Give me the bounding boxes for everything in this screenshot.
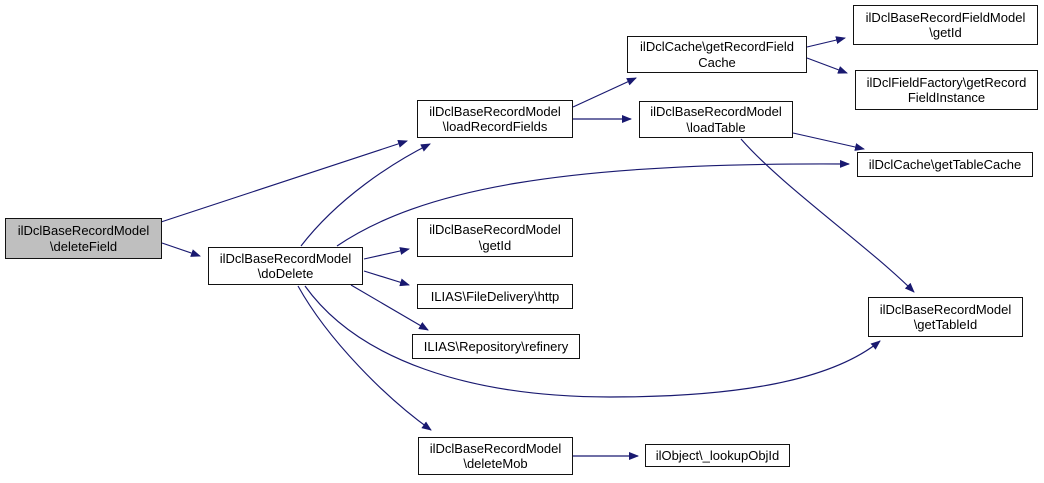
edge-doDelete-to-refinery: [350, 284, 429, 331]
node-lookupObjId[interactable]: ilObject\_lookupObjId: [645, 444, 790, 467]
edge-getRecordFieldCache-to-fieldGetId: [806, 36, 846, 48]
node-getTableCache[interactable]: ilDclCache\getTableCache: [857, 152, 1033, 177]
edge-doDelete-to-getTableId: [304, 285, 881, 398]
node-label-line: ilDclBaseRecordFieldModel: [865, 9, 1026, 25]
node-label-line: ilDclFieldFactory\getRecord: [866, 74, 1027, 90]
node-label-line: \getTableId: [913, 317, 978, 332]
node-label-line: Cache: [698, 54, 736, 70]
node-deleteField: ilDclBaseRecordModel\deleteField: [5, 218, 162, 259]
node-label-line: \loadRecordFields: [442, 119, 548, 134]
node-label-line: ilObject\_lookupObjId: [655, 447, 780, 463]
node-getTableId[interactable]: ilDclBaseRecordModel\getTableId: [868, 297, 1023, 337]
edge-doDelete-to-getTableCache: [336, 159, 850, 247]
node-doDelete[interactable]: ilDclBaseRecordModel\doDelete: [208, 247, 363, 285]
node-label-line: ILIAS\Repository\refinery: [423, 338, 569, 354]
node-label-line: \deleteMob: [463, 456, 528, 471]
node-http[interactable]: ILIAS\FileDelivery\http: [417, 284, 573, 309]
node-label-line: ILIAS\FileDelivery\http: [430, 288, 560, 304]
node-label-line: \getId: [478, 237, 512, 253]
node-label-line: ilDclBaseRecordModel: [429, 222, 561, 237]
node-label-line: ilDclBaseRecordModel: [650, 104, 782, 119]
edge-getRecordFieldCache-to-fieldInstance: [806, 57, 848, 74]
node-deleteMob[interactable]: ilDclBaseRecordModel\deleteMob: [418, 437, 573, 475]
node-fieldGetId[interactable]: ilDclBaseRecordFieldModel\getId: [853, 5, 1038, 45]
node-label-line: ilDclCache\getRecordField: [640, 39, 794, 54]
edge-doDelete-to-deleteMob: [297, 285, 432, 431]
node-label-line: ilDclBaseRecordModel: [879, 301, 1012, 317]
node-label-line: ilDclBaseRecordModel: [219, 250, 352, 266]
node-getId[interactable]: ilDclBaseRecordModel\getId: [417, 218, 573, 257]
node-loadTable[interactable]: ilDclBaseRecordModel\loadTable: [639, 101, 793, 138]
node-label-line: ilDclBaseRecordModel: [17, 223, 150, 238]
edge-loadTable-to-getTableCache: [792, 132, 865, 151]
node-label-line: \getId: [929, 25, 962, 40]
node-label-line: \deleteField: [49, 238, 118, 254]
node-label-line: FieldInstance: [907, 90, 986, 105]
node-label-line: \doDelete: [257, 266, 314, 281]
edge-deleteField-to-loadRecordFields: [160, 140, 408, 223]
node-label-line: ilDclBaseRecordModel: [429, 440, 562, 456]
edge-deleteField-to-doDelete: [161, 242, 201, 257]
node-refinery[interactable]: ILIAS\Repository\refinery: [412, 334, 580, 359]
node-label-line: ilDclCache\getTableCache: [868, 156, 1022, 172]
edge-doDelete-to-http: [363, 270, 410, 287]
node-label-line: \loadTable: [686, 119, 746, 135]
edge-doDelete-to-loadRecordFields: [300, 143, 431, 247]
node-label-line: ilDclBaseRecordModel: [429, 103, 561, 119]
edge-loadRecordFields-to-getRecordFieldCache: [572, 77, 637, 108]
edge-doDelete-to-getId: [363, 247, 410, 260]
node-loadRecordFields[interactable]: ilDclBaseRecordModel\loadRecordFields: [417, 100, 573, 138]
edge-loadTable-to-getTableId: [740, 138, 915, 293]
